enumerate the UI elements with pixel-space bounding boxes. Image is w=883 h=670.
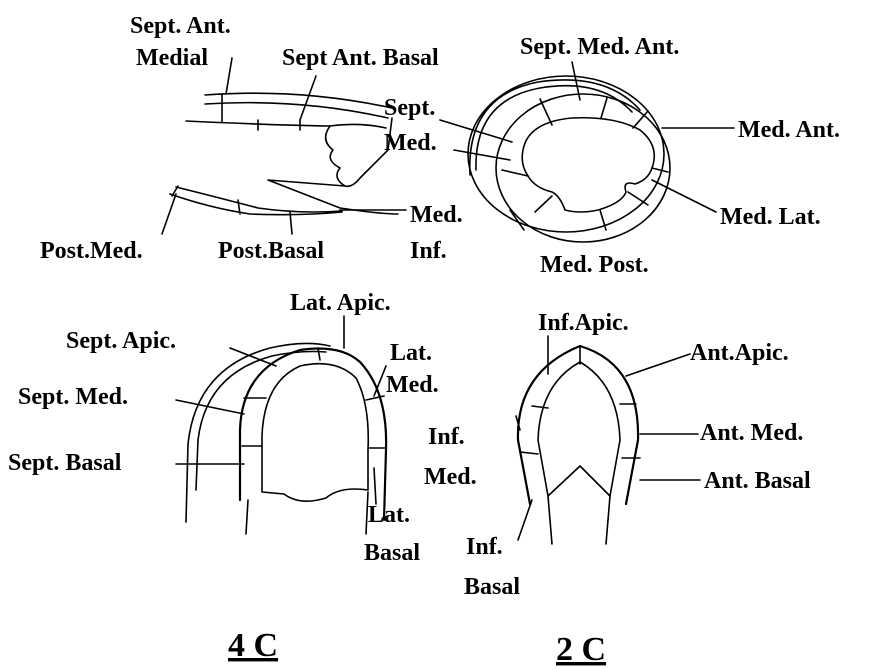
two-chamber-view [518,346,640,544]
label-med-ant: Med. Ant. [738,117,840,143]
label-med-inf-line2: Inf. [410,238,447,264]
label-med-post: Med. Post. [540,252,649,278]
label-post-basal: Post.Basal [218,238,324,264]
label-med-lat: Med. Lat. [720,204,821,230]
label-lat-med-line1: Lat. [390,340,432,366]
label-inf-basal-line1: Inf. [466,534,503,560]
label-sept-apic: Sept. Apic. [66,328,176,354]
label-lat-basal-line2: Basal [364,540,420,566]
label-sept-med-line1: Sept. [384,95,435,121]
label-inf-med-line1: Inf. [428,424,465,450]
label-med-inf-line1: Med. [410,202,463,228]
label-ant-basal: Ant. Basal [704,468,811,494]
label-ant-med: Ant. Med. [700,420,803,446]
label-lat-med-line2: Med. [386,372,439,398]
label-sept-basal: Sept. Basal [8,450,122,476]
four-chamber-view [186,343,386,534]
view-title-4c: 4 C [228,627,278,664]
label-sept-ant-basal: Sept Ant. Basal [282,45,439,71]
label-sept-ant-medial-line1: Sept. Ant. [130,13,231,39]
label-sept-med-line2: Med. [384,130,437,156]
label-sept-med-ant: Sept. Med. Ant. [520,34,679,60]
short-axis-ring [468,76,670,242]
label-ant-apic: Ant.Apic. [690,340,789,366]
view-titles: 4 C 2 C [228,627,606,668]
label-inf-apic: Inf.Apic. [538,310,629,336]
view-title-2c: 2 C [556,631,606,668]
label-inf-med-line2: Med. [424,464,477,490]
long-axis-sketch [170,93,398,214]
label-inf-basal-line2: Basal [464,574,520,600]
label-lat-basal-line1: Lat. [368,502,410,528]
label-sept-med-4c: Sept. Med. [18,384,128,410]
label-sept-ant-medial-line2: Medial [136,45,208,71]
segment-labels: Sept. Ant. Medial Sept Ant. Basal Sept. … [8,13,840,600]
label-lat-apic: Lat. Apic. [290,290,391,316]
label-post-med: Post.Med. [40,238,143,264]
